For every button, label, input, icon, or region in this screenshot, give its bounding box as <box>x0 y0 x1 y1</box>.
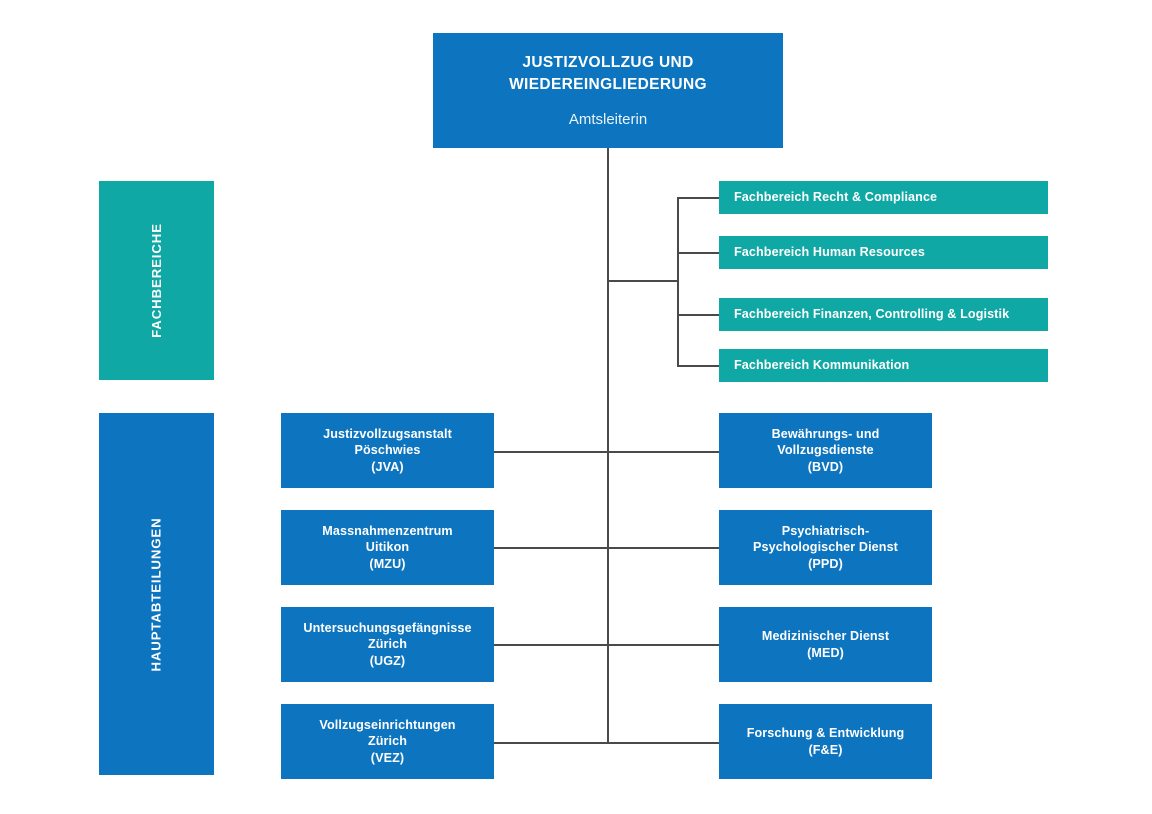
connector-fachbereich-stub <box>677 197 720 199</box>
band-hauptabteilungen-label: HAUPTABTEILUNGEN <box>149 516 164 672</box>
node-line-1: Justizvollzugsanstalt <box>323 426 452 441</box>
hauptabteilung-node-bvd[interactable]: Bewährungs- und Vollzugsdienste (BVD) <box>719 413 932 488</box>
hauptabteilung-node-med[interactable]: Medizinischer Dienst (MED) <box>719 607 932 682</box>
node-line-3: (PPD) <box>808 556 843 571</box>
node-line-3: (JVA) <box>371 459 404 474</box>
root-node-subtitle: Amtsleiterin <box>568 110 648 128</box>
node-line-2: Pöschwies <box>354 443 421 458</box>
node-line-2: Vollzugsdienste <box>777 443 874 458</box>
fachbereich-label: Fachbereich Human Resources <box>734 245 925 260</box>
band-fachbereiche: FACHBEREICHE <box>99 181 214 380</box>
node-line-2: (F&E) <box>808 742 843 757</box>
root-node-amtsleitung[interactable]: JUSTIZVOLLZUG UND WIEDEREINGLIEDERUNG Am… <box>433 33 783 148</box>
node-line-1: Medizinischer Dienst <box>761 628 890 643</box>
node-line-3: (VEZ) <box>370 750 405 765</box>
band-hauptabteilungen: HAUPTABTEILUNGEN <box>99 413 214 775</box>
node-line-2: Uitikon <box>365 540 410 555</box>
root-node-title: JUSTIZVOLLZUG UND WIEDEREINGLIEDERUNG <box>509 53 707 94</box>
connector-fachbereich-stub <box>677 252 720 254</box>
connector-division-row <box>494 742 719 744</box>
connector-division-row <box>494 451 719 453</box>
fachbereich-label: Fachbereich Kommunikation <box>734 358 910 373</box>
node-line-3: (MZU) <box>369 556 406 571</box>
connector-division-row <box>494 547 719 549</box>
connector-division-row <box>494 644 719 646</box>
hauptabteilung-node-vez[interactable]: Vollzugseinrichtungen Zürich (VEZ) <box>281 704 494 779</box>
node-line-1: Bewährungs- und <box>771 426 880 441</box>
node-line-1: Massnahmenzentrum <box>322 523 453 538</box>
node-line-1: Vollzugseinrichtungen <box>319 717 456 732</box>
fachbereich-node-recht-compliance[interactable]: Fachbereich Recht & Compliance <box>719 181 1048 214</box>
connector-fachbereiche-branch <box>607 280 678 282</box>
fachbereich-label: Fachbereich Finanzen, Controlling & Logi… <box>734 307 1010 322</box>
node-line-2: Zürich <box>367 637 408 652</box>
hauptabteilung-node-mzu[interactable]: Massnahmenzentrum Uitikon (MZU) <box>281 510 494 585</box>
node-line-3: (BVD) <box>807 459 844 474</box>
node-line-1: Untersuchungsgefängnisse <box>303 620 472 635</box>
connector-fachbereiche-riser <box>677 197 679 366</box>
hauptabteilung-node-ugz[interactable]: Untersuchungsgefängnisse Zürich (UGZ) <box>281 607 494 682</box>
band-fachbereiche-label: FACHBEREICHE <box>148 223 164 338</box>
fachbereich-label: Fachbereich Recht & Compliance <box>734 190 938 205</box>
connector-fachbereich-stub <box>677 314 720 316</box>
fachbereich-node-kommunikation[interactable]: Fachbereich Kommunikation <box>719 349 1048 382</box>
node-line-2: Zürich <box>367 734 408 749</box>
hauptabteilung-node-jva[interactable]: Justizvollzugsanstalt Pöschwies (JVA) <box>281 413 494 488</box>
hauptabteilung-node-ppd[interactable]: Psychiatrisch- Psychologischer Dienst (P… <box>719 510 932 585</box>
node-line-3: (UGZ) <box>369 653 406 668</box>
connector-fachbereich-stub <box>677 365 720 367</box>
fachbereich-node-finanzen-controlling-logistik[interactable]: Fachbereich Finanzen, Controlling & Logi… <box>719 298 1048 331</box>
node-line-2: Psychologischer Dienst <box>753 540 898 555</box>
node-line-2: (MED) <box>807 645 844 660</box>
connector-main-trunk <box>607 148 609 743</box>
hauptabteilung-node-fe[interactable]: Forschung & Entwicklung (F&E) <box>719 704 932 779</box>
fachbereich-node-human-resources[interactable]: Fachbereich Human Resources <box>719 236 1048 269</box>
node-line-1: Psychiatrisch- <box>781 523 870 538</box>
node-line-1: Forschung & Entwicklung <box>746 725 905 740</box>
